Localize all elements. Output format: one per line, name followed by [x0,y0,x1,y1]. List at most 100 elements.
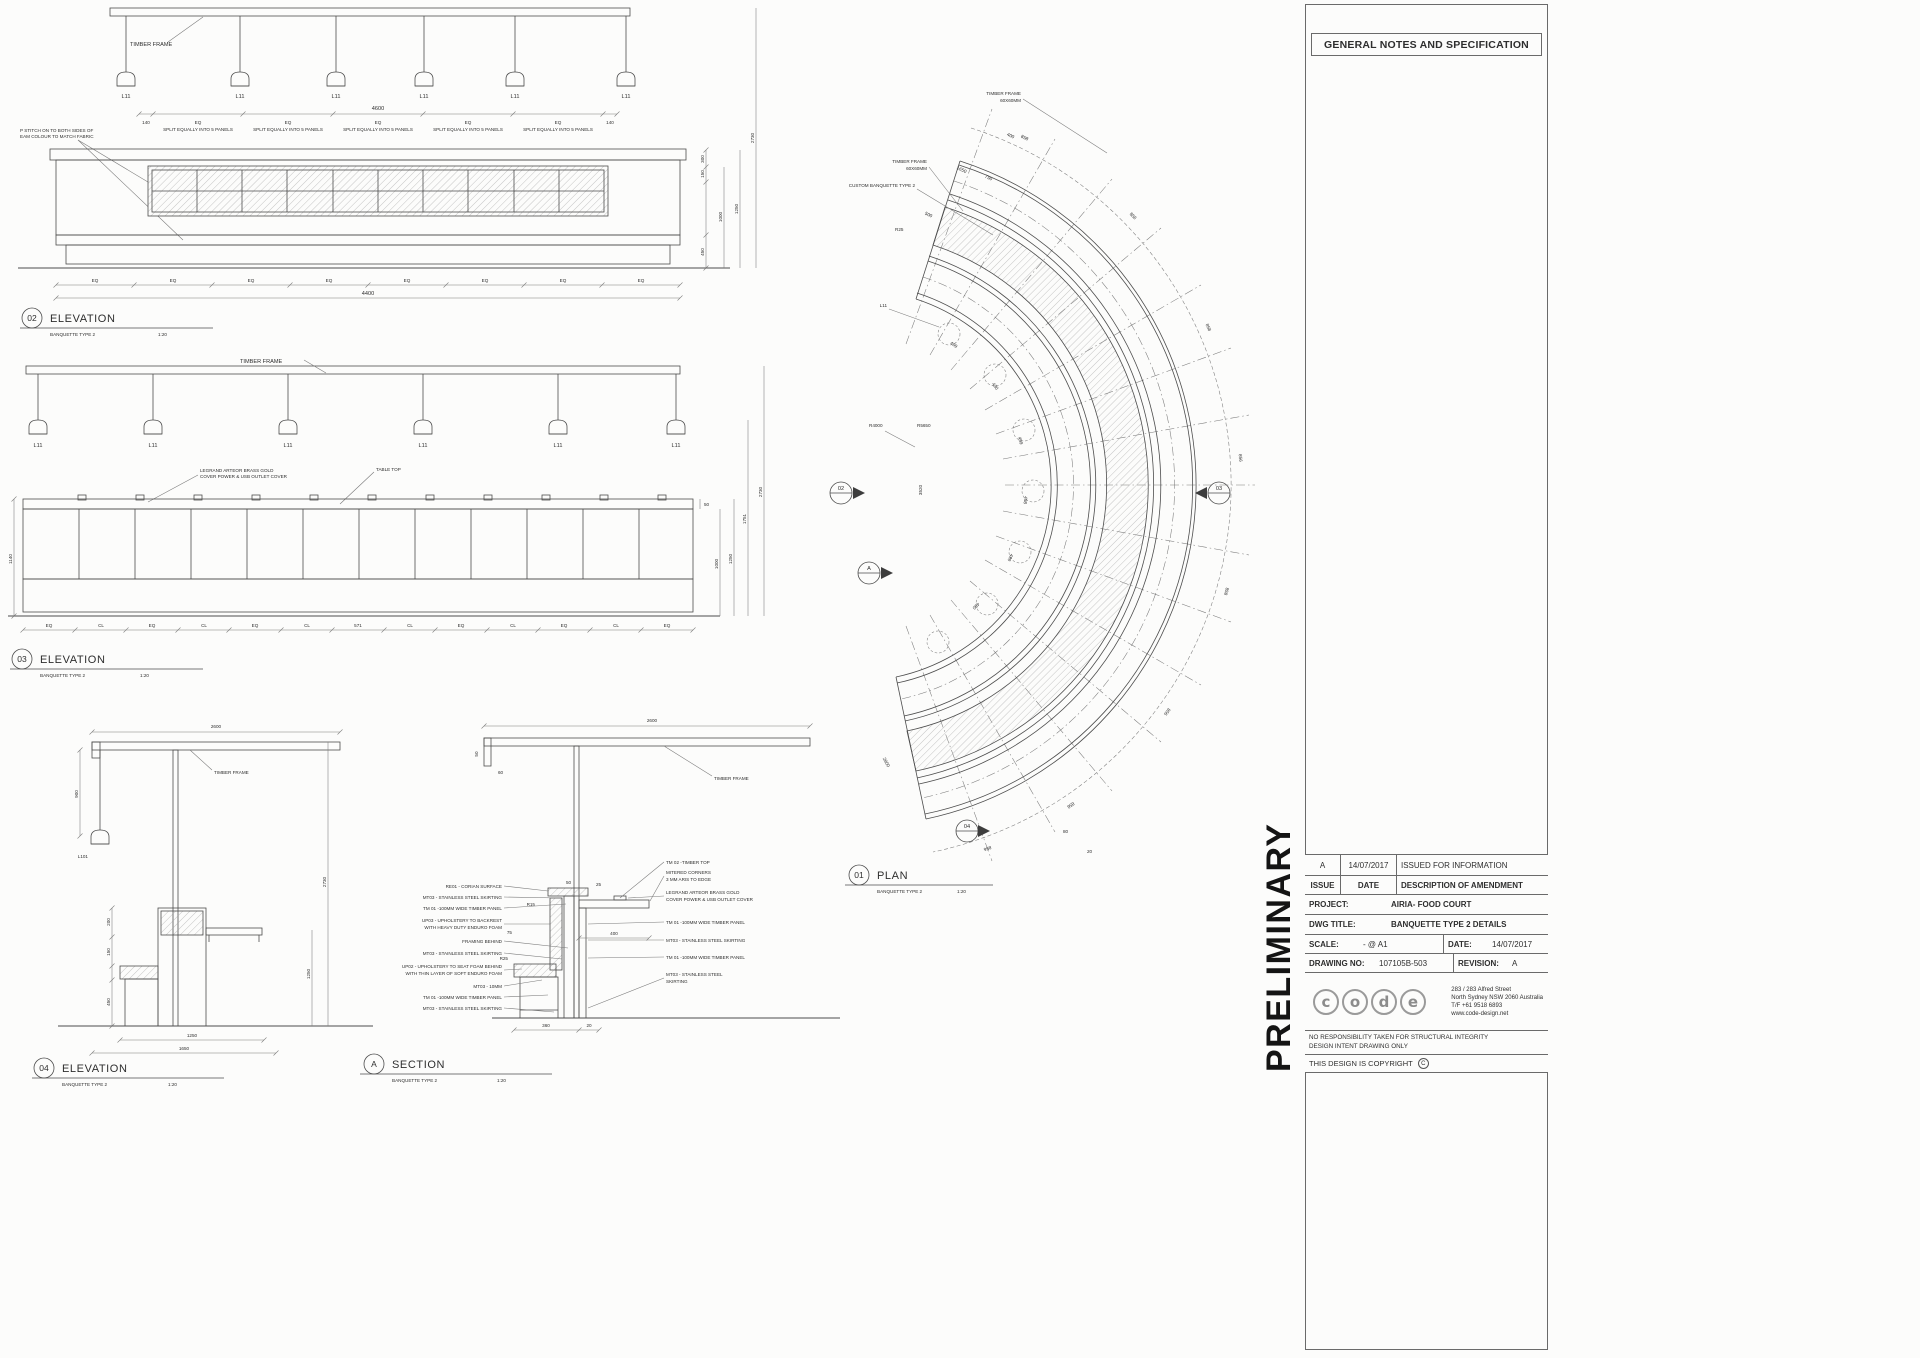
logo-letter: e [1400,988,1426,1015]
timber-frame-label: TIMBER FRAME [986,91,1021,96]
view-number: 03 [17,654,27,664]
split-panels-note: SPLIT EQUALLY INTO 5 PANELS [163,127,233,132]
dim-text: 300 [700,155,705,163]
callout-label: MT03 - STAINLESS STEEL [666,972,723,977]
drawing-no-label: DRAWING NO: [1309,958,1365,968]
plan-timber-frame-lines [900,108,1255,862]
eq-label: EQ [561,623,568,628]
title-block: A 14/07/2017 ISSUED FOR INFORMATION ISSU… [1305,854,1548,1073]
lamp-label: L11 [236,94,245,100]
pendant-light-icon [143,419,163,435]
custom-banquette-label: CUSTOM BANQUETTE TYPE 2 [849,183,916,188]
dim-text: 856 [1129,211,1138,220]
elev03-legrand-label: LEGRAND ARTEOR BRASS GOLD COVER POWER & … [147,468,288,503]
eq-label: EQ [465,120,472,125]
eq-label: EQ [638,278,645,283]
callout-label: MT03 - STAINLESS STEEL SKIRTING [666,938,746,943]
preliminary-stamp: PRELIMINARY [1260,822,1298,1072]
view-subtitle: BANQUETTE TYPE 2 [392,1078,438,1083]
logo-letter: c [1313,988,1339,1015]
view-scale: 1:20 [158,332,167,337]
general-notes-header: GENERAL NOTES AND SPECIFICATION [1311,33,1542,56]
view-subtitle: BANQUETTE TYPE 2 [62,1082,108,1087]
timber-frame-label: TIMBER FRAME [714,776,749,781]
elev03-bottom-dimensions: EQ CL EQ CL EQ CL 571 CL EQ CL EQ CL EQ [20,623,696,633]
dim-text: 360 [542,1023,550,1028]
dim-text: 75 [507,930,513,935]
plan-dimensions: 400 1650 750 500 R25 R4000 R5650 3520 28… [869,132,1243,854]
stitch-note-line2: EAM COLOUR TO MATCH FABRIC [20,134,94,139]
callout-label: MT03 - STAINLESS STEEL SKIRTING [423,1006,503,1011]
view-subtitle: BANQUETTE TYPE 2 [877,889,923,894]
sectionA-small-dims: 50 25 R15 75 R25 400 [500,880,652,961]
split-panels-note: SPLIT EQUALLY INTO 5 PANELS [523,127,593,132]
date-value: 14/07/2017 [1492,939,1533,949]
plan-banquette-arcs [895,160,1197,820]
dim-text: 856 [983,845,992,852]
eq-label: EQ [404,278,411,283]
marker-number: 02 [838,486,844,492]
dim-text: 150 [700,170,705,178]
pendant-light-icon [116,71,136,87]
lamp-label: L11 [332,94,341,100]
pendant-light-icon [326,71,346,87]
dim-text: 20 [586,1023,592,1028]
dim-text: 858 [1066,801,1076,810]
dim-text: 2730 [750,132,755,143]
dim-text: 4600 [372,106,384,112]
timber-frame-size: 60X60MM [906,166,927,171]
sectionA-left-callouts: RE01 - CORIAN SURFACE MT03 - STAINLESS S… [402,884,569,1013]
timber-frame-size: 60X60MM [1000,98,1021,103]
dwg-title-value: BANQUETTE TYPE 2 DETAILS [1391,920,1507,929]
issue-description-value: ISSUED FOR INFORMATION [1401,860,1508,870]
dim-text: 2730 [322,876,327,887]
table-top-label: TABLE TOP [376,467,401,472]
view-title: PLAN [877,870,908,882]
eq-label: EQ [326,278,333,283]
dim-text: 900 [74,790,79,798]
address-line: 283 / 283 Alfred Street [1451,986,1511,993]
view-scale: 1:20 [497,1078,506,1083]
elev02-right-dimensions: 300 150 450 1000 1250 2730 [700,8,757,271]
lamp-label: L11 [511,94,520,100]
split-panels-note: SPLIT EQUALLY INTO 5 PANELS [433,127,503,132]
dim-text: 450 [106,998,111,1006]
callout-label: TM 01 -100MM WIDE TIMBER PANEL [423,906,502,911]
scale-label: SCALE: [1309,939,1339,949]
pendant-light-icon [278,419,298,435]
elev03-banquette-body [8,494,720,617]
elev03-right-dimensions: 50 1000 1250 1751 2730 [699,366,765,616]
eq-label: EQ [482,278,489,283]
cl-label: CL [407,623,413,628]
pendant-light-icon [548,419,568,435]
sectionA-title: A SECTION BANQUETTE TYPE 2 1:20 [360,1053,552,1083]
view-title: ELEVATION [40,654,106,666]
elev02-pendant-lights: L11 L11 L11 L11 L11 L11 [116,71,636,100]
disclaimer-line: DESIGN INTENT DRAWING ONLY [1309,1042,1408,1050]
dim-text: 3520 [918,484,923,495]
eq-label: EQ [375,120,382,125]
callout-label: WITH THIN LAYER OF SOFT ENDURO FOAM [406,971,503,976]
marker-number: 04 [964,824,970,830]
lamp-label: L101 [78,854,89,859]
callout-label: TM 01 -100MM WIDE TIMBER PANEL [666,920,745,925]
elev04-timber-frame-label: TIMBER FRAME [189,749,249,775]
eq-label: EQ [664,623,671,628]
cl-label: CL [510,623,516,628]
eq-label: EQ [92,278,99,283]
scale-value: - @ A1 [1359,935,1444,953]
issue-value: A [1305,855,1341,875]
logo-row: c o d e 283 / 283 Alfred Street North Sy… [1305,973,1548,1031]
date-column-header: DATE [1341,876,1397,894]
dim-text: 1250 [187,1033,198,1038]
scale-date-row: SCALE: - @ A1 DATE: 14/07/2017 [1305,935,1548,954]
code-design-logo: c o d e [1305,988,1426,1015]
view-number: 02 [27,313,37,323]
plan-leader-labels: TIMBER FRAME 60X60MM TIMBER FRAME 60X60M… [849,91,1108,236]
view-title: ELEVATION [50,313,116,325]
view-plan-01: L11 TIMBER FRAME 60X60MM TIMBER FRAME 60… [829,91,1255,894]
elev04-seat [58,907,373,1027]
elev04-left-dimensions: 200 150 450 [106,905,115,1029]
plan-title: 01 PLAN BANQUETTE TYPE 2 1:20 [845,864,993,894]
